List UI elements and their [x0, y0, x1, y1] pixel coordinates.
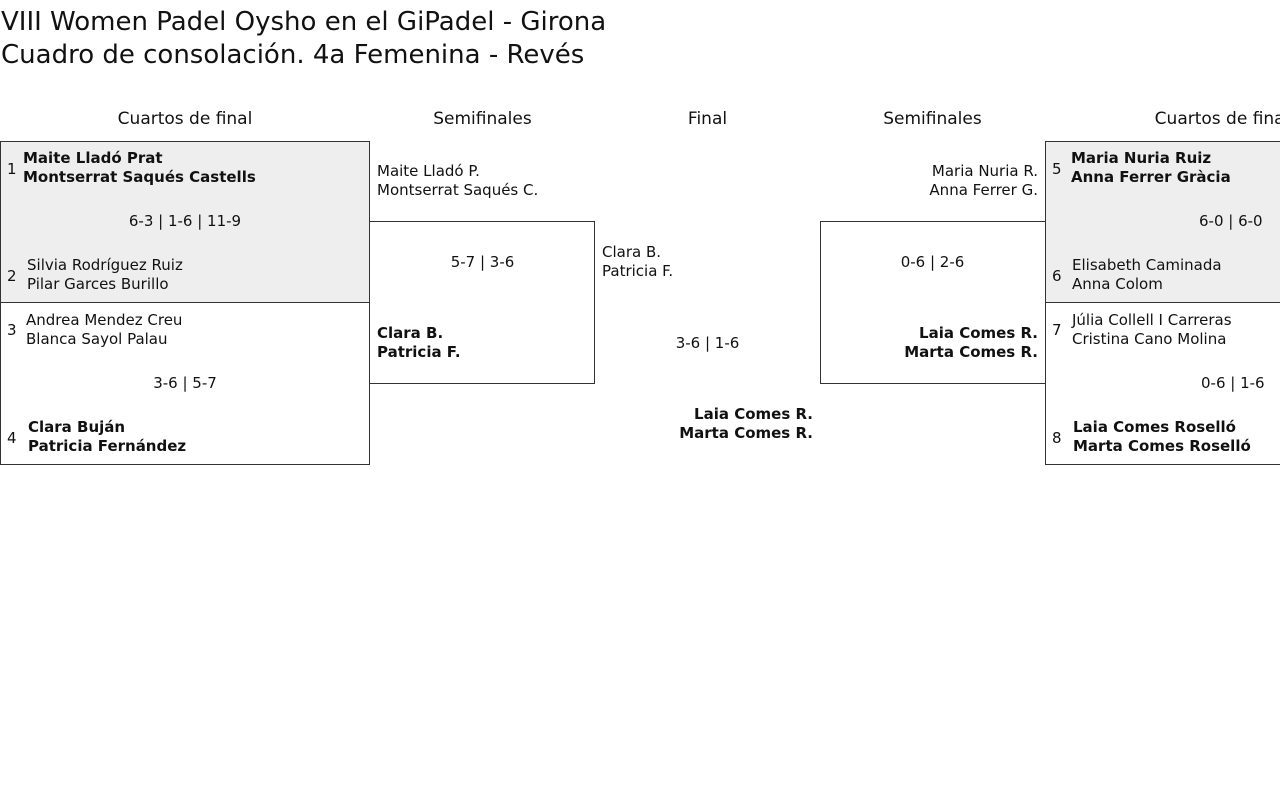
player-name: Laia Comes Roselló	[1073, 418, 1236, 436]
match-box-left-sf[interactable]	[369, 221, 595, 384]
player-name: Anna Ferrer G.	[929, 181, 1038, 199]
player-name: Andrea Mendez Creu	[26, 311, 183, 329]
player-name: Marta Comes Roselló	[1073, 437, 1251, 455]
player-name: Montserrat Saqués Castells	[23, 168, 256, 186]
player-name: Elisabeth Caminada	[1072, 256, 1222, 274]
player-name: Montserrat Saqués C.	[377, 181, 539, 199]
seed-number: 8	[1052, 429, 1062, 447]
player-name: Clara B.	[377, 324, 444, 342]
seed-number: 6	[1052, 267, 1062, 285]
player-name: Anna Ferrer Gràcia	[1071, 168, 1231, 186]
match-score: 0-6 | 2-6	[900, 253, 965, 271]
round-header-right-semifinals: Semifinales	[883, 109, 982, 129]
seed-number: 1	[7, 160, 17, 178]
seed-number: 2	[7, 267, 17, 285]
seed-number: 4	[7, 429, 17, 447]
player-name: Patricia F.	[602, 262, 674, 280]
page-title: VIII Women Padel Oysho en el GiPadel - G…	[1, 7, 607, 37]
match-score: 3-6 | 5-7	[153, 374, 217, 392]
player-name: Júlia Collell I Carreras	[1072, 311, 1232, 329]
match-box-right-qf-2[interactable]	[1045, 302, 1280, 465]
match-score: 3-6 | 1-6	[675, 334, 740, 352]
seed-number: 5	[1052, 160, 1062, 178]
player-name: Laia Comes R.	[694, 405, 813, 423]
player-name: Cristina Cano Molina	[1072, 330, 1227, 348]
player-name: Patricia Fernández	[28, 437, 187, 455]
player-name: Laia Comes R.	[919, 324, 1038, 342]
player-name: Clara Buján	[28, 418, 126, 436]
player-name: Silvia Rodríguez Ruiz	[27, 256, 183, 274]
round-header-right-quarterfinals: Cuartos de final	[1154, 109, 1280, 129]
match-score: 0-6 | 1-6	[1201, 374, 1265, 392]
seed-number: 3	[7, 321, 17, 339]
round-header-left-semifinals: Semifinales	[433, 109, 532, 129]
seed-number: 7	[1052, 321, 1062, 339]
match-score: 5-7 | 3-6	[450, 253, 515, 271]
match-score: 6-0 | 6-0	[1199, 212, 1263, 230]
match-score: 6-3 | 1-6 | 11-9	[128, 212, 242, 230]
match-box-right-qf-1[interactable]	[1045, 141, 1280, 303]
player-name: Maite Lladó Prat	[23, 149, 163, 167]
player-name: Patricia F.	[377, 343, 461, 361]
player-name: Maite Lladó P.	[377, 162, 480, 180]
page-subtitle: Cuadro de consolación. 4a Femenina - Rev…	[1, 40, 585, 70]
player-name: Marta Comes R.	[679, 424, 813, 442]
round-header-final: Final	[687, 109, 728, 129]
player-name: Blanca Sayol Palau	[26, 330, 168, 348]
match-box-left-qf-1[interactable]	[0, 141, 370, 303]
round-header-left-quarterfinals: Cuartos de final	[117, 109, 253, 129]
player-name: Maria Nuria Ruiz	[1071, 149, 1212, 167]
player-name: Marta Comes R.	[904, 343, 1038, 361]
player-name: Anna Colom	[1072, 275, 1163, 293]
player-name: Clara B.	[602, 243, 662, 261]
player-name: Maria Nuria R.	[931, 162, 1038, 180]
player-name: Pilar Garces Burillo	[27, 275, 169, 293]
